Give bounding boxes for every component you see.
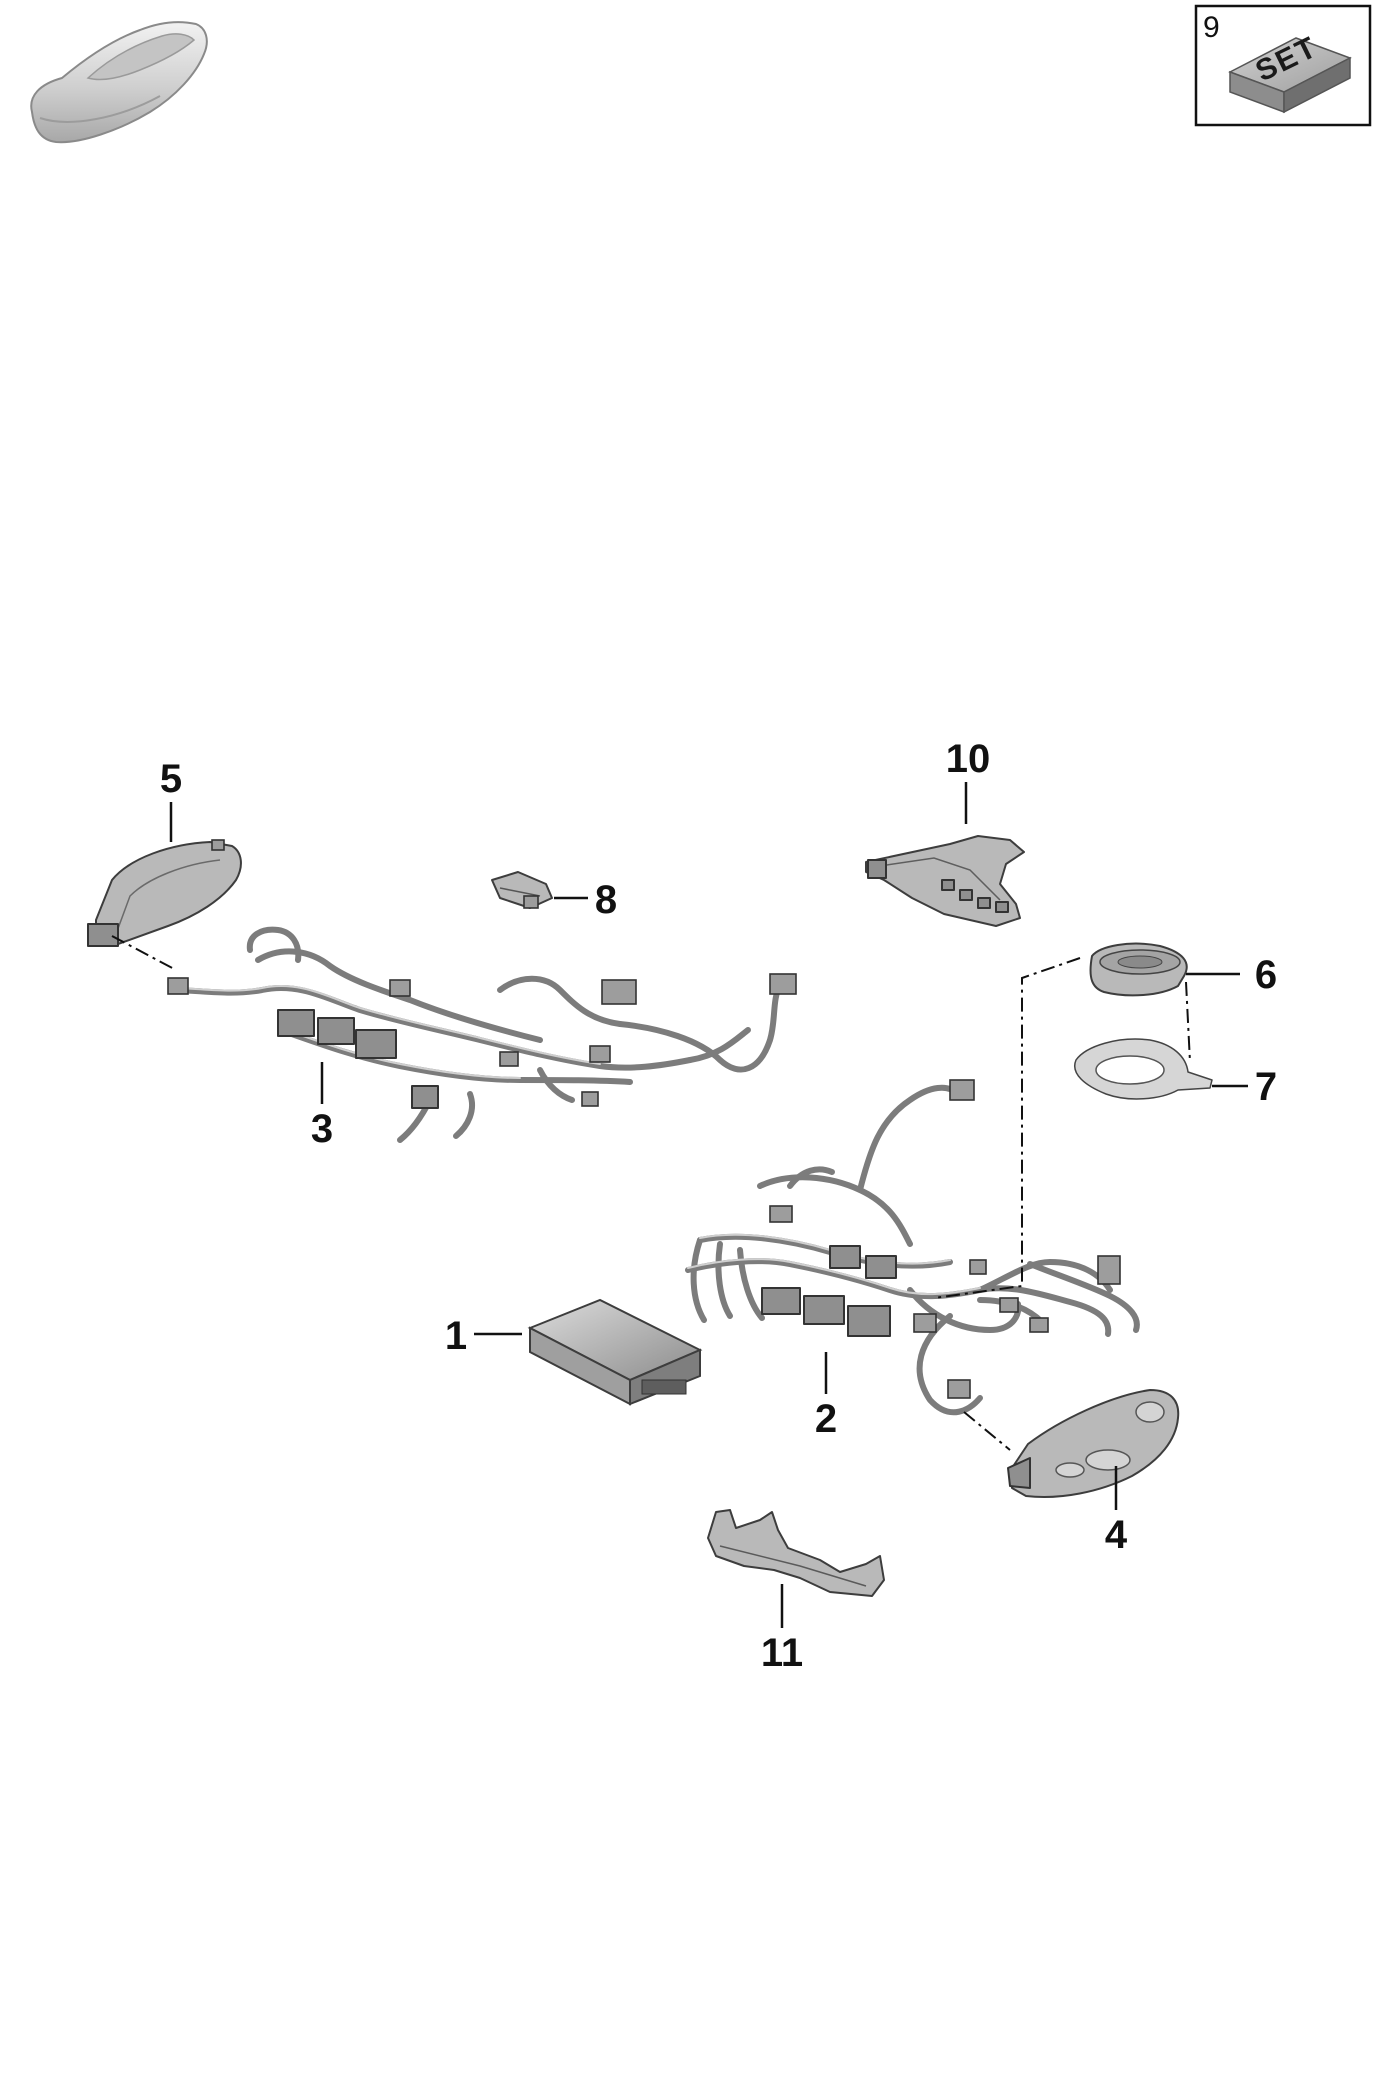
part-8-clip xyxy=(491,871,553,909)
assembly-line-6-2 xyxy=(933,957,1081,1299)
callout-5: 5 xyxy=(160,757,182,801)
assembly-line-2-4 xyxy=(963,1411,1011,1451)
callout-10: 10 xyxy=(946,737,991,781)
callout-6: 6 xyxy=(1255,953,1277,997)
kit-badge-number: 9 xyxy=(1203,11,1220,44)
part-2-wiring-harness xyxy=(685,1079,1140,1416)
kit-badge: 9 SET xyxy=(1194,4,1372,127)
assembly-line-6-7 xyxy=(1185,981,1191,1063)
car-silhouette-icon xyxy=(30,21,208,144)
assembly-line-5-3 xyxy=(111,935,177,971)
part-11-lower-bracket xyxy=(707,1509,885,1597)
leader-lines xyxy=(169,782,1248,1628)
callout-11: 11 xyxy=(761,1631,803,1675)
part-3-wiring-harness xyxy=(167,926,797,1143)
part-7-gasket xyxy=(1074,1038,1213,1100)
part-1-control-unit xyxy=(527,1298,703,1406)
assembly-lines xyxy=(111,935,1191,1451)
part-6-round-module xyxy=(1089,942,1188,997)
callout-8: 8 xyxy=(595,878,617,922)
set-box-icon: SET xyxy=(1228,30,1352,114)
part-4-seat-switch xyxy=(1007,1389,1180,1499)
part-5-switch-cover xyxy=(87,839,242,947)
callout-2: 2 xyxy=(815,1397,837,1441)
part-10-bracket xyxy=(865,835,1025,927)
callout-3: 3 xyxy=(311,1107,333,1151)
callout-4: 4 xyxy=(1105,1513,1128,1557)
callout-labels: 5 3 8 10 6 7 1 2 4 11 xyxy=(160,737,1277,1675)
callout-7: 7 xyxy=(1255,1065,1277,1109)
callout-1: 1 xyxy=(445,1314,467,1358)
